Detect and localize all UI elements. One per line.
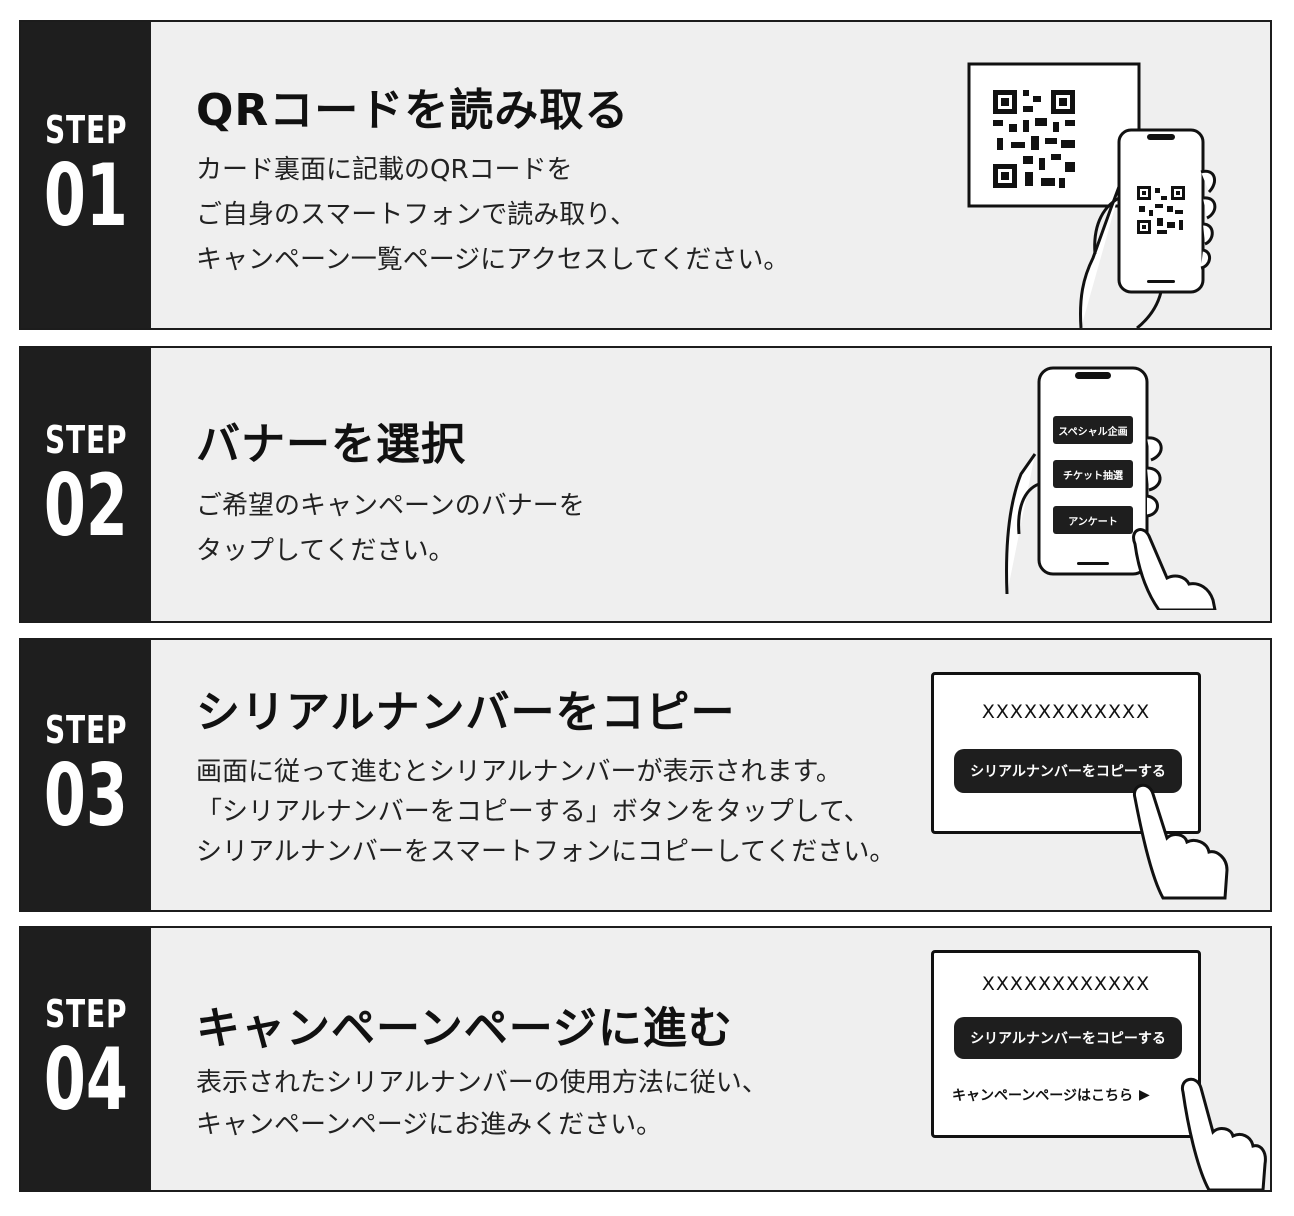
step-04-title: キャンペーンページに進む: [196, 1003, 733, 1054]
step-number: 02: [44, 455, 128, 556]
play-arrow-icon: ▶: [1139, 1087, 1150, 1103]
step-01-card: STEP 01 QRコードを読み取る カード裏面に記載のQRコードを ご自身のス…: [19, 20, 1272, 330]
copy-serial-button[interactable]: シリアルナンバーをコピーする: [954, 1017, 1182, 1059]
ticket-banner-button[interactable]: チケット抽選: [1053, 460, 1133, 488]
step-02-card: STEP 02 バナーを選択 ご希望のキャンペーンのバナーを タップしてください…: [19, 346, 1272, 623]
step-label: STEP: [44, 108, 128, 152]
description-line: キャンペーン一覧ページにアクセスしてください。: [196, 245, 790, 275]
survey-banner-button[interactable]: アンケート: [1053, 506, 1133, 534]
step-number: 03: [44, 746, 128, 846]
step-03-title: シリアルナンバーをコピー: [196, 687, 736, 738]
description-line: ご自身のスマートフォンで読み取り、: [196, 200, 637, 230]
description-line: 「シリアルナンバーをコピーする」ボタンをタップして、: [196, 797, 870, 827]
step-label: STEP: [44, 708, 128, 752]
serial-screen-panel: XXXXXXXXXXXX シリアルナンバーをコピーする キャンペーンページはこち…: [931, 950, 1201, 1138]
step-01-title: QRコードを読み取る: [196, 85, 630, 136]
step-02-badge: STEP 02: [21, 348, 151, 621]
serial-number-text: XXXXXXXXXXXX: [981, 973, 1151, 995]
phone-tap-hand-icon: スペシャル企画 チケット抽選 アンケート: [999, 364, 1219, 610]
tap-hand-icon: [1180, 1077, 1267, 1190]
description-line: キャンペーンページにお進みください。: [196, 1110, 663, 1140]
description-line: ご希望のキャンペーンのバナーを: [196, 491, 585, 521]
step-04-description: 表示されたシリアルナンバーの使用方法に従い、 キャンペーンページにお進みください…: [196, 1062, 768, 1146]
campaign-link-label: キャンペーンページはこちら: [952, 1088, 1134, 1104]
step-01-badge: STEP 01: [21, 22, 151, 328]
campaign-page-link[interactable]: キャンペーンページはこちら ▶: [952, 1085, 1150, 1105]
step-03-badge: STEP 03: [21, 640, 151, 910]
description-line: 表示されたシリアルナンバーの使用方法に従い、: [196, 1068, 768, 1098]
copy-serial-button[interactable]: シリアルナンバーをコピーする: [954, 749, 1182, 793]
serial-number-text: XXXXXXXXXXXX: [981, 701, 1151, 723]
step-label: STEP: [44, 417, 128, 462]
step-03-description: 画面に従って進むとシリアルナンバーが表示されます。 「シリアルナンバーをコピーす…: [196, 752, 895, 872]
step-02-title: バナーを選択: [196, 419, 466, 470]
step-02-description: ご希望のキャンペーンのバナーを タップしてください。: [196, 484, 585, 574]
step-01-description: カード裏面に記載のQRコードを ご自身のスマートフォンで読み取り、 キャンペーン…: [196, 148, 789, 283]
description-line: シリアルナンバーをスマートフォンにコピーしてください。: [196, 837, 896, 867]
step-label: STEP: [44, 992, 128, 1036]
description-line: 画面に従って進むとシリアルナンバーが表示されます。: [196, 757, 842, 787]
step-number: 01: [44, 146, 128, 246]
step-number: 04: [44, 1030, 128, 1130]
qr-card-phone-hand-icon: [967, 62, 1217, 328]
description-line: タップしてください。: [196, 536, 455, 566]
step-04-card: STEP 04 キャンペーンページに進む 表示されたシリアルナンバーの使用方法に…: [19, 926, 1272, 1192]
special-banner-button[interactable]: スペシャル企画: [1053, 416, 1133, 444]
description-line: カード裏面に記載のQRコードを: [196, 155, 573, 185]
tap-hand-icon: [1132, 783, 1229, 900]
step-03-card: STEP 03 シリアルナンバーをコピー 画面に従って進むとシリアルナンバーが表…: [19, 638, 1272, 912]
step-04-badge: STEP 04: [21, 928, 151, 1190]
